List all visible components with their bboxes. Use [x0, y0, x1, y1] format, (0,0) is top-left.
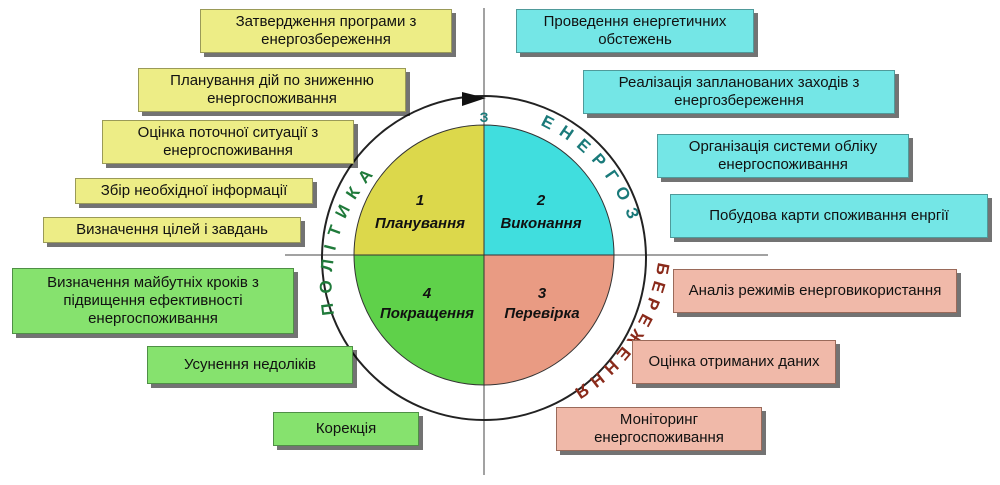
act-box-1: Визначення майбутніх кроків з підвищення… [12, 268, 294, 334]
check-box-1: Аналіз режимів енерговикористання [673, 269, 957, 313]
quadrant-act [353, 254, 485, 386]
check-box-3: Моніторинг енергоспоживання [556, 407, 762, 451]
cycle-arrow-icon [462, 92, 486, 106]
cycle-ring [321, 95, 647, 421]
plan-box-4: Збір необхідної інформації [75, 178, 313, 204]
quadrant-3-number: 3 [538, 285, 547, 302]
plan-box-3: Оцінка поточної ситуації з енергоспожива… [102, 120, 354, 164]
act-box-2: Усунення недоліків [147, 346, 353, 384]
plan-box-2: Планування дій по зниженню енергоспожива… [138, 68, 406, 112]
quadrant-1-number: 1 [416, 192, 424, 209]
do-box-4: Побудова карти споживання енргії [670, 194, 988, 238]
quadrant-2-number: 2 [536, 192, 546, 209]
quadrant-do [483, 124, 615, 256]
plan-box-5: Визначення цілей і завдань [43, 217, 301, 243]
quadrant-4-label: Покращення [380, 305, 474, 322]
do-box-3: Організація системи обліку енергоспожива… [657, 134, 909, 178]
quadrant-2-label: Виконання [500, 215, 581, 232]
do-box-1: Проведення енергетичних обстежень [516, 9, 754, 53]
quadrant-check [483, 254, 615, 386]
quadrant-1-label: Планування [375, 215, 465, 232]
act-box-3: Корекція [273, 412, 419, 446]
check-box-2: Оцінка отриманих даних [632, 340, 836, 384]
do-box-2: Реалізація запланованих заходів з енерго… [583, 70, 895, 114]
quadrant-4-number: 4 [422, 285, 432, 302]
plan-box-1: Затвердження програми з енергозбереження [200, 9, 452, 53]
arc-text-z: З [480, 109, 489, 125]
quadrant-plan [353, 124, 485, 256]
quadrant-3-label: Перевірка [504, 305, 579, 322]
